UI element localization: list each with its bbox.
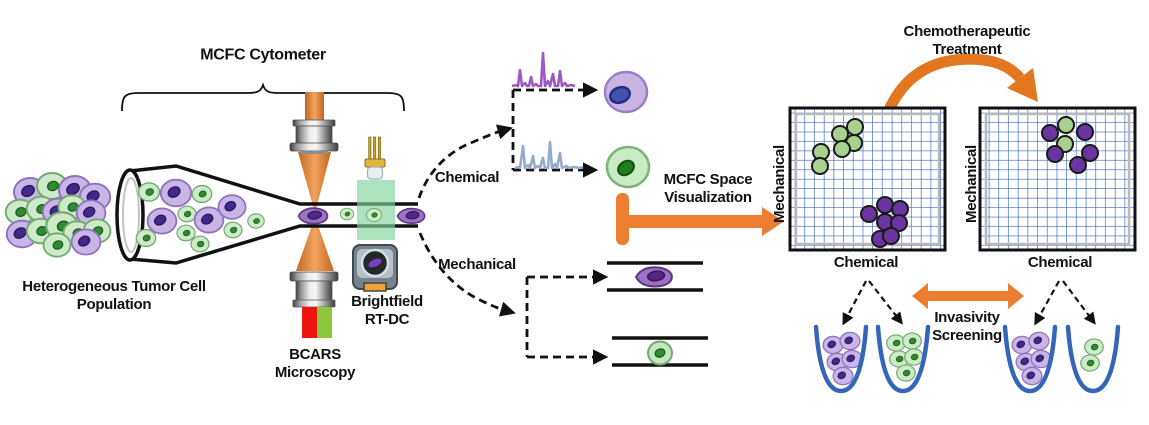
well-green-right bbox=[1065, 324, 1121, 394]
well-purple-left bbox=[813, 324, 869, 394]
scatter-dot-green-cells bbox=[833, 140, 851, 158]
scatter-plot-left bbox=[788, 106, 947, 252]
right-plot-xlabel: Chemical bbox=[1027, 254, 1093, 271]
red-signal-bar bbox=[302, 307, 317, 338]
scatter-dot-purple-cells bbox=[1081, 144, 1099, 162]
scatter-plot-right bbox=[978, 106, 1137, 252]
camera-icon bbox=[352, 244, 398, 292]
invasivity-label: Invasivity Screening bbox=[932, 309, 1002, 344]
green-signal-bar bbox=[317, 307, 332, 338]
merge-arrow bbox=[616, 193, 784, 245]
mcfc-cytometer-label: MCFC Cytometer bbox=[200, 46, 326, 64]
mechanical-branch-arrow bbox=[418, 232, 516, 317]
scatter-dot-purple-cells bbox=[860, 205, 878, 223]
scatter-dot-purple-cells bbox=[1041, 124, 1059, 142]
chemo-treatment-arrow bbox=[882, 53, 1038, 115]
chemical-branch-arrow bbox=[417, 124, 513, 199]
well-purple-right bbox=[1002, 324, 1058, 394]
raman-spectrum-purple bbox=[511, 51, 576, 88]
well-arrows-left bbox=[842, 280, 903, 326]
scatter-dot-purple-cells bbox=[890, 214, 908, 232]
scatter-dot-purple-cells bbox=[1046, 145, 1064, 163]
mechanical-branch-label: Mechanical bbox=[438, 256, 516, 273]
invasivity-arrow bbox=[912, 283, 1024, 309]
right-plot-ylabel: Mechanical bbox=[963, 145, 980, 223]
cytometer-brace bbox=[121, 82, 405, 112]
scatter-dot-purple-cells bbox=[876, 196, 894, 214]
well-arrows-right bbox=[1034, 280, 1096, 326]
brightfield-label: Brightfield RT-DC bbox=[351, 293, 423, 328]
scatter-dot-purple-cells bbox=[1076, 123, 1094, 141]
tumor-cell-cluster-illustration bbox=[4, 172, 112, 258]
scatter-dot-green-cells bbox=[846, 118, 864, 136]
mcfc-space-label: MCFC Space Visualization bbox=[663, 171, 753, 206]
mechanical-channel-top bbox=[607, 261, 703, 292]
chemo-treatment-label: Chemotherapeutic Treatment bbox=[903, 23, 1031, 58]
scatter-dots-left bbox=[811, 118, 909, 248]
bcars-objective-icon bbox=[289, 271, 339, 338]
scatter-dot-purple-cells bbox=[882, 227, 900, 245]
laser-diode-icon bbox=[364, 136, 386, 180]
scatter-dots-right bbox=[1041, 116, 1099, 174]
chemical-output-bracket bbox=[511, 82, 599, 178]
scatter-dot-green-cells bbox=[811, 157, 829, 175]
top-laser-objective-icon bbox=[289, 92, 339, 154]
left-plot-ylabel: Mechanical bbox=[771, 145, 788, 223]
mechanical-channel-bottom bbox=[612, 336, 708, 367]
population-label: Heterogeneous Tumor Cell Population bbox=[22, 278, 206, 313]
left-plot-xlabel: Chemical bbox=[833, 254, 899, 271]
scatter-dot-purple-cells bbox=[1069, 156, 1087, 174]
well-green-left bbox=[875, 324, 931, 394]
chemical-branch-label: Chemical bbox=[434, 169, 500, 186]
laser-beam-cones bbox=[296, 152, 334, 271]
mechanical-output-bracket bbox=[525, 269, 609, 365]
scatter-dot-green-cells bbox=[1057, 116, 1075, 134]
chemical-output-cells bbox=[603, 70, 651, 189]
raman-spectrum-blue bbox=[514, 140, 584, 170]
bcars-label: BCARS Microscopy bbox=[274, 346, 356, 381]
scatter-dot-green-cells bbox=[831, 125, 849, 143]
